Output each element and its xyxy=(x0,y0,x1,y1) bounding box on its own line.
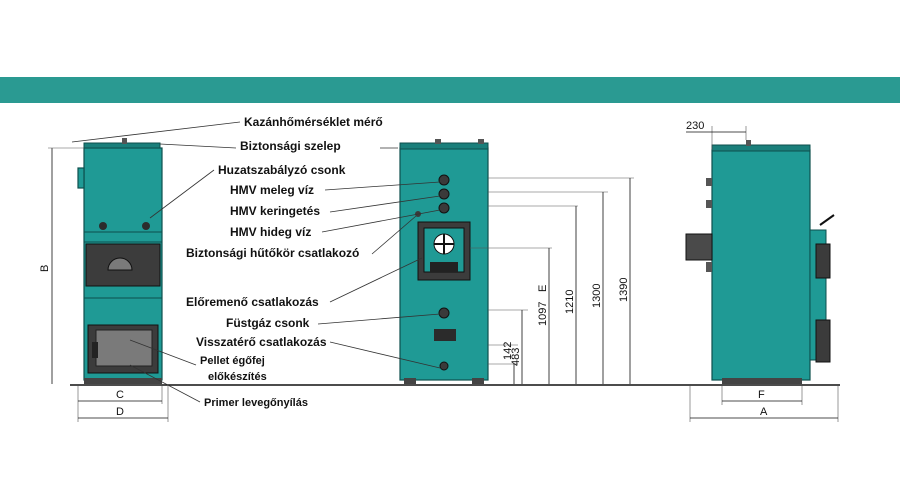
label-flue-outlet: Füstgáz csonk xyxy=(226,316,310,330)
label-safety-valve: Biztonsági szelep xyxy=(240,139,341,153)
label-draft-regulator: Huzatszabályzó csonk xyxy=(218,163,346,177)
dim-c: C xyxy=(116,389,124,401)
leader-lines xyxy=(71,121,441,403)
rear-view-boiler xyxy=(685,140,835,384)
dimension-lines xyxy=(48,126,839,422)
label-pellet-burner-2: előkészítés xyxy=(208,371,267,383)
label-return-connection: Visszatérő csatlakozás xyxy=(196,335,327,349)
dim-142: 142 xyxy=(502,342,514,360)
dim-b: B xyxy=(39,265,51,272)
front-view-boiler xyxy=(399,139,489,384)
dim-f: F xyxy=(758,389,765,401)
dim-d: D xyxy=(116,406,124,418)
label-pellet-burner-1: Pellet égőfej xyxy=(200,355,265,367)
dim-1300: 1300 xyxy=(591,284,603,308)
label-flow-connection: Előremenő csatlakozás xyxy=(186,295,319,309)
dim-1097: 1097 xyxy=(537,302,549,326)
label-dhw-circulation: HMV keringetés xyxy=(230,204,320,218)
dim-483: 483 xyxy=(510,348,522,366)
label-dhw-hot: HMV meleg víz xyxy=(230,183,314,197)
side-view-boiler xyxy=(77,138,163,384)
dim-230: 230 xyxy=(686,120,704,132)
dim-e: E xyxy=(537,285,549,292)
label-temp-gauge: Kazánhőmérséklet mérő xyxy=(244,115,383,129)
header-band xyxy=(0,77,900,103)
label-safety-cooling: Biztonsági hűtőkör csatlakozó xyxy=(186,246,359,260)
dim-1210: 1210 xyxy=(564,290,576,314)
label-dhw-cold: HMV hideg víz xyxy=(230,225,311,239)
label-primary-air: Primer levegőnyílás xyxy=(204,397,308,409)
dim-a: A xyxy=(760,406,768,418)
dim-1390: 1390 xyxy=(618,278,630,302)
